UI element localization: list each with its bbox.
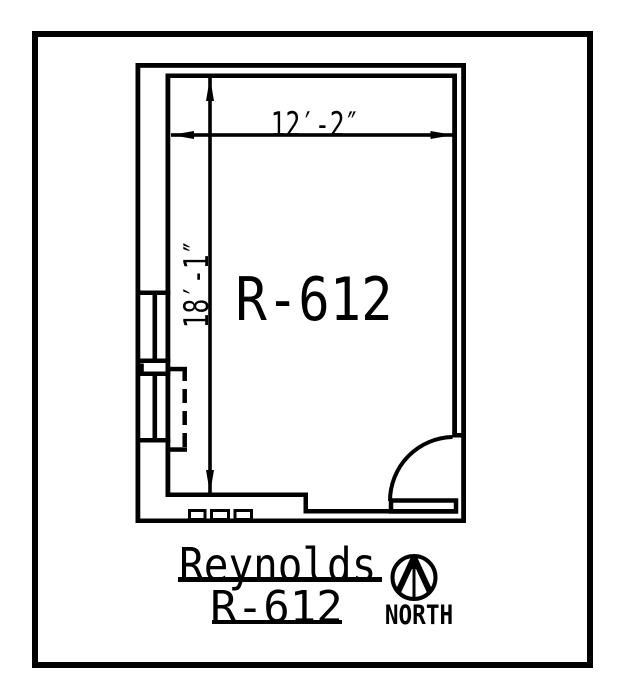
wall-inner-outline	[165, 73, 466, 514]
door-swing-arc	[388, 435, 453, 502]
north-text-label: NORTH	[384, 600, 454, 631]
sheet-border	[32, 31, 593, 668]
dimension-vertical	[206, 77, 214, 494]
window-glazing-line-1	[152, 290, 158, 363]
wall-top-outer	[135, 63, 466, 68]
wall-bottom-inner-right	[303, 509, 458, 514]
window-frame-notch	[139, 363, 144, 376]
wall-bottom-inner-left	[165, 492, 308, 497]
hidden-feature-bottom	[170, 447, 187, 452]
wall-right-outer	[461, 63, 466, 523]
fixture-box-3	[233, 509, 253, 521]
dim-v-arrow-bottom	[206, 470, 214, 494]
dim-width-label: 12′-2″	[270, 105, 360, 145]
hidden-feature-dashed	[170, 366, 187, 452]
window-left-wall	[135, 290, 171, 443]
dimension-horizontal	[171, 131, 454, 139]
dim-h-arrow-left	[171, 131, 194, 139]
wall-right-inner	[452, 73, 457, 434]
north-leg-right	[411, 556, 433, 594]
fixture-box-2	[210, 509, 230, 521]
wall-bottom-step	[303, 492, 308, 514]
dim-h-arrow-right	[430, 131, 454, 139]
wall-bottom-outer	[135, 518, 466, 523]
wall-top-inner	[165, 73, 457, 78]
dim-v-arrow-top	[206, 77, 214, 101]
hidden-feature-top	[170, 366, 187, 372]
room-number-label: R-612	[235, 265, 393, 335]
title-building-underline	[178, 577, 382, 582]
window-glazing-line-2	[152, 371, 158, 443]
door-jamb-cap	[452, 433, 466, 438]
north-arrowhead	[410, 557, 418, 569]
north-leg-left	[395, 556, 417, 594]
door-leaf	[388, 498, 459, 514]
door	[388, 435, 459, 514]
dim-h-line	[171, 133, 454, 137]
fixture-box-1	[188, 509, 207, 521]
north-circle	[390, 554, 438, 601]
wall-left-inner	[165, 73, 171, 497]
bottom-wall-fixtures	[188, 509, 253, 521]
title-room-underline	[212, 619, 342, 624]
dim-height-label: 18′-1″	[177, 239, 217, 329]
north-arrow-icon	[390, 554, 438, 601]
dim-v-line	[208, 78, 212, 493]
